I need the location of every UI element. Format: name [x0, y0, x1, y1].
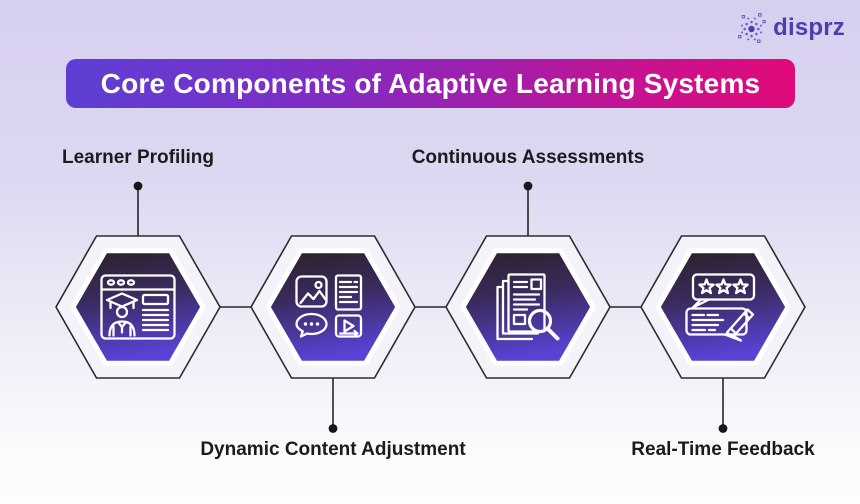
starburst-dots-icon — [738, 13, 766, 43]
hexagon-inner — [460, 248, 596, 366]
hex-module-real-time-feedback — [640, 235, 806, 379]
component-label-real-time-feedback: Real-Time Feedback — [631, 439, 815, 460]
disprz-logo: disprz — [736, 11, 845, 45]
hex-module-dynamic-content-adjustment — [250, 235, 416, 379]
connector-dot — [328, 424, 338, 433]
logo-text: disprz — [773, 14, 845, 41]
title-banner: Core Components of Adaptive Learning Sys… — [66, 59, 795, 108]
component-label-continuous-assessments: Continuous Assessments — [411, 147, 645, 168]
component-label-learner-profiling: Learner Profiling — [61, 147, 215, 168]
component-label-dynamic-content-adjustment: Dynamic Content Adjustment — [200, 439, 466, 460]
documents-magnifier-icon — [496, 273, 560, 341]
hexagon-inner — [70, 248, 206, 366]
multimedia-content-grid-icon — [295, 274, 363, 338]
connector-dot — [133, 181, 143, 191]
learner-profile-browser-icon — [100, 274, 176, 340]
hex-module-learner-profiling — [55, 235, 221, 379]
connector-dot — [718, 424, 728, 433]
hex-module-continuous-assessments — [445, 235, 611, 379]
page-title: Core Components of Adaptive Learning Sys… — [100, 67, 761, 99]
star-review-pencil-icon — [685, 273, 756, 342]
connector-dot — [523, 181, 533, 191]
